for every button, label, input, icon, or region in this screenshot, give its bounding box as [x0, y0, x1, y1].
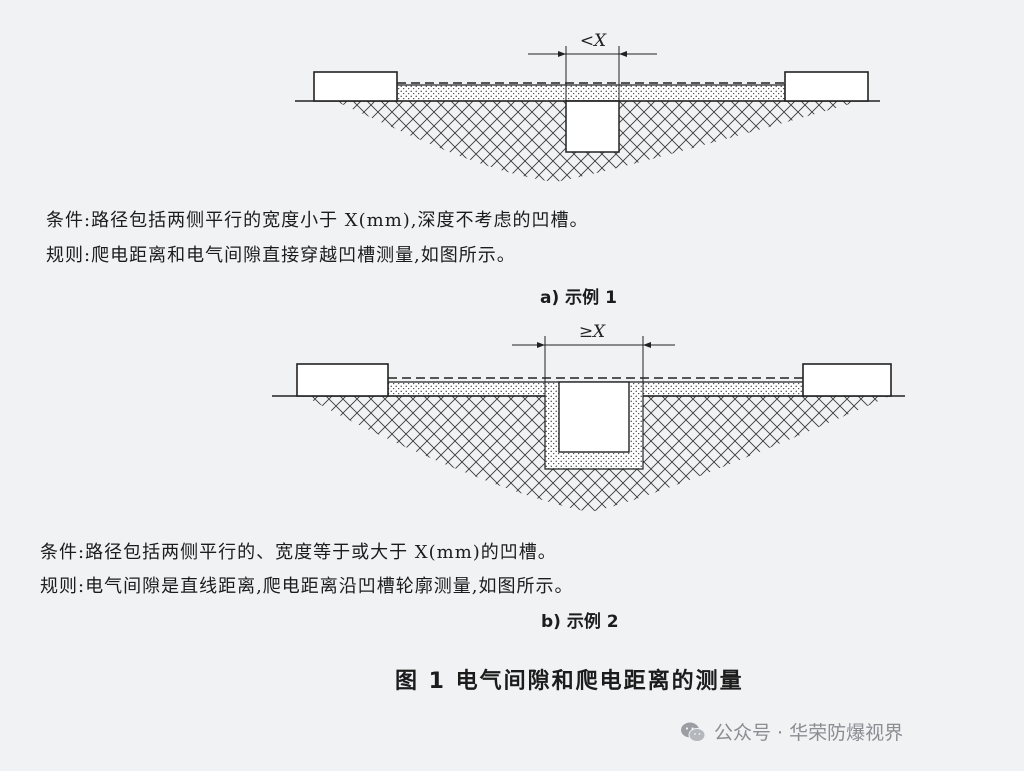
insulation-layer-1 [396, 84, 786, 102]
watermark: 公众号 · 华荣防爆视界 [680, 718, 903, 745]
conductor-right-1 [784, 71, 869, 102]
example-1-rule: 规则:爬电距离和电气间隙直接穿越凹槽测量,如图所示。 [46, 245, 516, 266]
example-1-diagram: <X [295, 31, 880, 182]
dimension-label-1: <X [580, 31, 607, 51]
groove-2 [558, 381, 630, 453]
example-1-condition: 条件:路径包括两侧平行的宽度小于 X(mm),深度不考虑的凹槽。 [46, 210, 589, 231]
dimension-1: <X [528, 31, 657, 101]
example-2-rule: 规则:电气间隙是直线距离,爬电距离沿凹槽轮廓测量,如图所示。 [40, 576, 574, 597]
figure-title: 图 1 电气间隙和爬电距离的测量 [395, 669, 744, 694]
example-2-diagram: ≥X [272, 322, 905, 512]
conductor-left-1 [313, 71, 398, 102]
dimension-label-2: ≥X [579, 322, 606, 342]
example-1-caption: a) 示例 1 [540, 288, 617, 308]
groove-1 [565, 100, 620, 153]
example-2-caption: b) 示例 2 [541, 612, 619, 632]
conductor-right-2 [802, 363, 892, 397]
dimension-2: ≥X [512, 322, 675, 396]
watermark-text: 公众号 · 华荣防爆视界 [714, 722, 904, 744]
wechat-icon [681, 722, 706, 742]
example-2-condition: 条件:路径包括两侧平行的、宽度等于或大于 X(mm)的凹槽。 [40, 542, 557, 563]
conductor-left-2 [296, 363, 389, 397]
